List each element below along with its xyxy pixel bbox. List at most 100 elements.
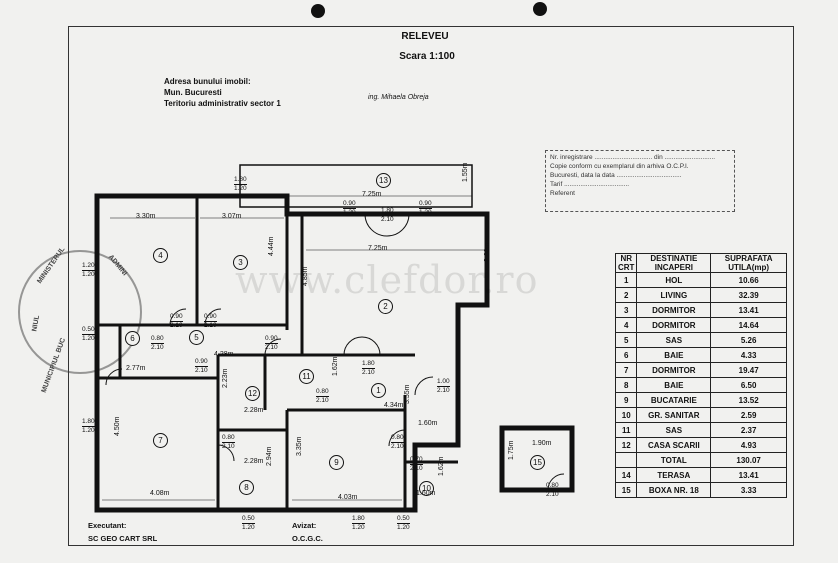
row-number: 1 (614, 272, 638, 288)
opening-width: 0.90 (204, 313, 217, 322)
door-swing (169, 308, 187, 326)
watermark: www.clefdor.ro (235, 258, 539, 302)
room-number-9: 9 (329, 455, 344, 470)
door-swing (364, 213, 388, 237)
room-name: TOTAL (636, 452, 712, 468)
header-cell: SUPRAFATA UTILA(mp) (710, 253, 787, 273)
address-district: Teritoriu administrativ sector 1 (164, 99, 281, 108)
dimension-label: 1.60m (418, 420, 438, 427)
opening-height: 2.10 (362, 369, 375, 376)
room-area: 19.47 (710, 362, 787, 378)
room-number-13: 13 (376, 173, 391, 188)
room-area: 13.41 (710, 302, 787, 318)
stamp-line: Referent (550, 190, 575, 197)
row-number: 4 (614, 317, 638, 333)
opening-width: 1.80 (352, 515, 365, 524)
opening-width: 0.80 (546, 482, 559, 491)
door-swing (386, 213, 410, 237)
round-seal (18, 250, 142, 374)
room-number-3: 3 (233, 255, 248, 270)
opening-width: 1.80 (82, 418, 95, 427)
dimension-label: 2.28m (244, 407, 264, 414)
door-swing (388, 429, 406, 447)
opening-width: 0.80 (222, 434, 235, 443)
ocpi-stamp: Nr. inregistrare .......................… (545, 150, 735, 212)
room-number-15: 15 (530, 455, 545, 470)
opening-height: 2.10 (391, 443, 404, 450)
opening-height: 2.10 (170, 322, 183, 329)
room-name: DORMITOR (636, 317, 712, 333)
exterior-wall (94, 193, 490, 513)
room-name: BUCATARIE (636, 392, 712, 408)
header-cell: NR CRT (614, 253, 638, 273)
room-name: BAIE (636, 347, 712, 363)
terrace-outline (239, 164, 473, 208)
door-swing (217, 444, 235, 462)
executant-block: Executant: SC GEO CART SRL (88, 519, 157, 545)
opening-width: 0.80 (151, 335, 164, 344)
room-name: SAS (636, 422, 712, 438)
door-swing (361, 336, 381, 356)
door-swing (547, 473, 565, 491)
dimension-label: 3.35m (296, 436, 303, 456)
address-city: Mun. Bucuresti (164, 88, 222, 97)
room-area: 13.41 (710, 467, 787, 483)
room-number-10: 10 (419, 481, 434, 496)
dimension-label: 1.55m (462, 162, 469, 182)
opening-height: 2.10 (546, 491, 559, 498)
scale-label: Scara 1:100 (399, 51, 455, 62)
stamp-line: Copie conform cu exemplarul din arhiva O… (550, 163, 689, 170)
room-area: 4.93 (710, 437, 787, 453)
room-number-6: 6 (125, 331, 140, 346)
storage-box-outline (499, 425, 575, 493)
room-name: HOL (636, 272, 712, 288)
row-number: 10 (614, 407, 638, 423)
opening-height: 1.20 (352, 524, 365, 531)
opening-width: 0.80 (316, 388, 329, 397)
avizat-name: O.C.G.C. (292, 534, 323, 543)
opening-height: 2.10 (265, 344, 278, 351)
row-number: 2 (614, 287, 638, 303)
row-number: 6 (614, 347, 638, 363)
dimension-label: 2.28m (244, 458, 264, 465)
room-area: 14.64 (710, 317, 787, 333)
opening-height: 1.20 (82, 335, 95, 342)
opening-height: 1.20 (419, 209, 432, 216)
stamp-line: Bucuresti, data la data ................… (550, 172, 682, 179)
dimension-label: 2.23m (222, 368, 229, 388)
room-name: GR. SANITAR (636, 407, 712, 423)
room-area: 4.33 (710, 347, 787, 363)
room-name: LIVING (636, 287, 712, 303)
dimension-label: 3.30m (136, 213, 156, 220)
opening-height: 2.10 (151, 344, 164, 351)
dimension-label: 1.90m (532, 440, 552, 447)
dimension-label: 1.60m (416, 490, 436, 497)
dimension-label: 1.62m (438, 456, 445, 476)
opening-height: 2.10 (204, 322, 217, 329)
document-title: RELEVEU (401, 31, 449, 42)
row-number: 15 (614, 482, 638, 498)
opening-height: 1.20 (343, 209, 356, 216)
dimension-label: 7.25m (362, 191, 382, 198)
opening-width: 1.80 (234, 176, 247, 185)
room-area: 10.66 (710, 272, 787, 288)
